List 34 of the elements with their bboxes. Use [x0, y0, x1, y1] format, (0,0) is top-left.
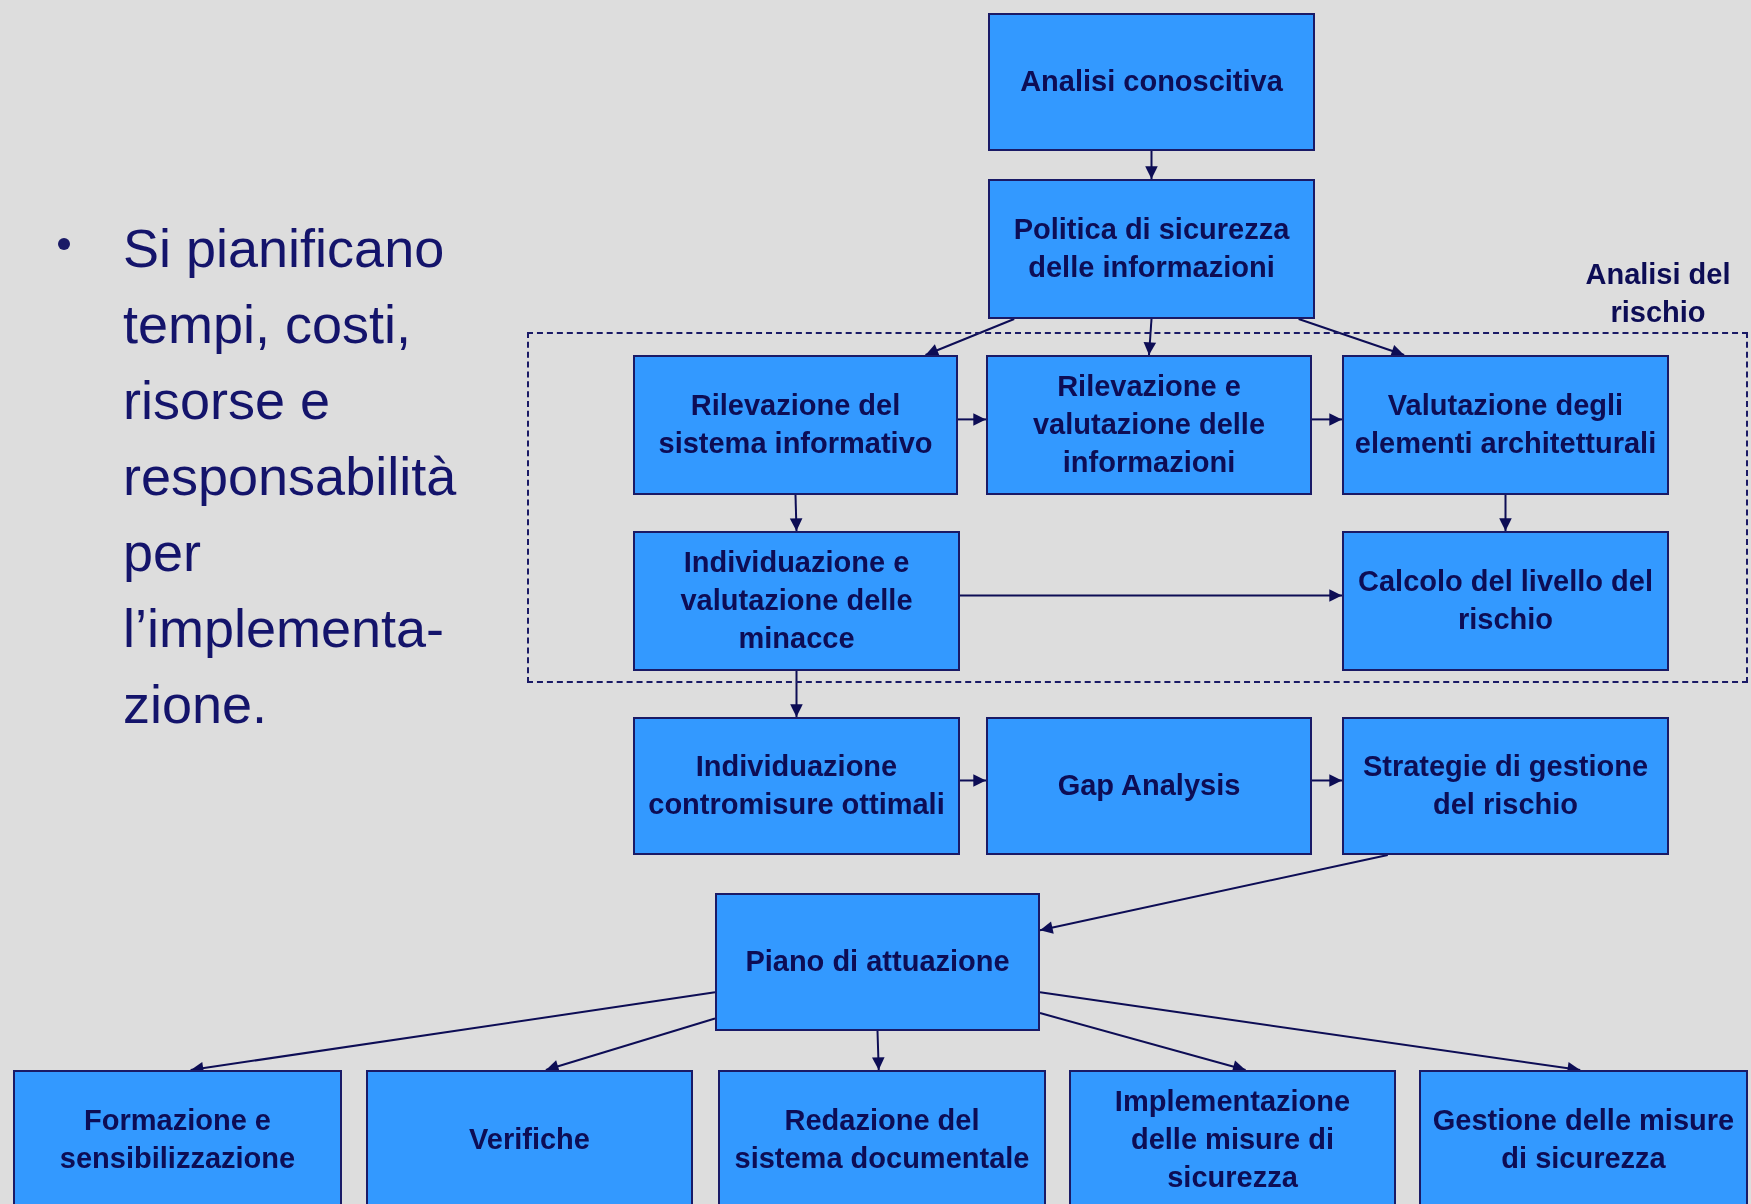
process-box: Gestione delle misure di sicurezza — [1419, 1070, 1748, 1204]
arrow — [1311, 774, 1343, 787]
arrow — [789, 494, 803, 532]
arrow — [959, 774, 987, 787]
arrow — [1039, 854, 1389, 934]
process-box: Verifiche — [366, 1070, 693, 1204]
process-box: Rilevazione e valutazione delle informazioni — [986, 355, 1312, 495]
arrow — [1145, 150, 1158, 180]
process-box: Valutazione degli elementi architetturali — [1342, 355, 1669, 495]
process-box: Piano di attuazione — [715, 893, 1040, 1031]
arrow — [924, 318, 1016, 357]
process-box: Gap Analysis — [986, 717, 1312, 855]
arrow — [1311, 413, 1343, 426]
arrow — [1297, 318, 1406, 357]
arrow — [959, 589, 1343, 602]
group-heading: Analisi del rischio — [1584, 257, 1732, 330]
arrow — [790, 670, 803, 718]
process-box: Analisi conoscitiva — [988, 13, 1315, 151]
process-box: Strategie di gestione del rischio — [1342, 717, 1669, 855]
arrow — [544, 1017, 716, 1073]
process-box: Redazione del sistema documentale — [718, 1070, 1046, 1204]
process-box: Formazione e sensibilizzazione — [13, 1070, 342, 1204]
arrow — [957, 413, 987, 426]
process-box: Individuazione contromisure ottimali — [633, 717, 960, 855]
arrow — [872, 1030, 885, 1071]
process-box: Rilevazione del sistema informativo — [633, 355, 958, 495]
arrow — [1499, 494, 1512, 532]
arrow — [1039, 1012, 1247, 1073]
process-box: Individuazione e valutazione delle minacce — [633, 531, 960, 671]
process-box: Politica di sicurezza delle informazioni — [988, 179, 1315, 319]
bullet-text: Si pianificano tempi, costi, risorse e responsabilità per l’implementa- zione. — [123, 217, 458, 736]
arrow — [1143, 318, 1157, 356]
process-box: Implementazione delle misure di sicurezza — [1069, 1070, 1396, 1204]
process-box: Calcolo del livello del rischio — [1342, 531, 1669, 671]
